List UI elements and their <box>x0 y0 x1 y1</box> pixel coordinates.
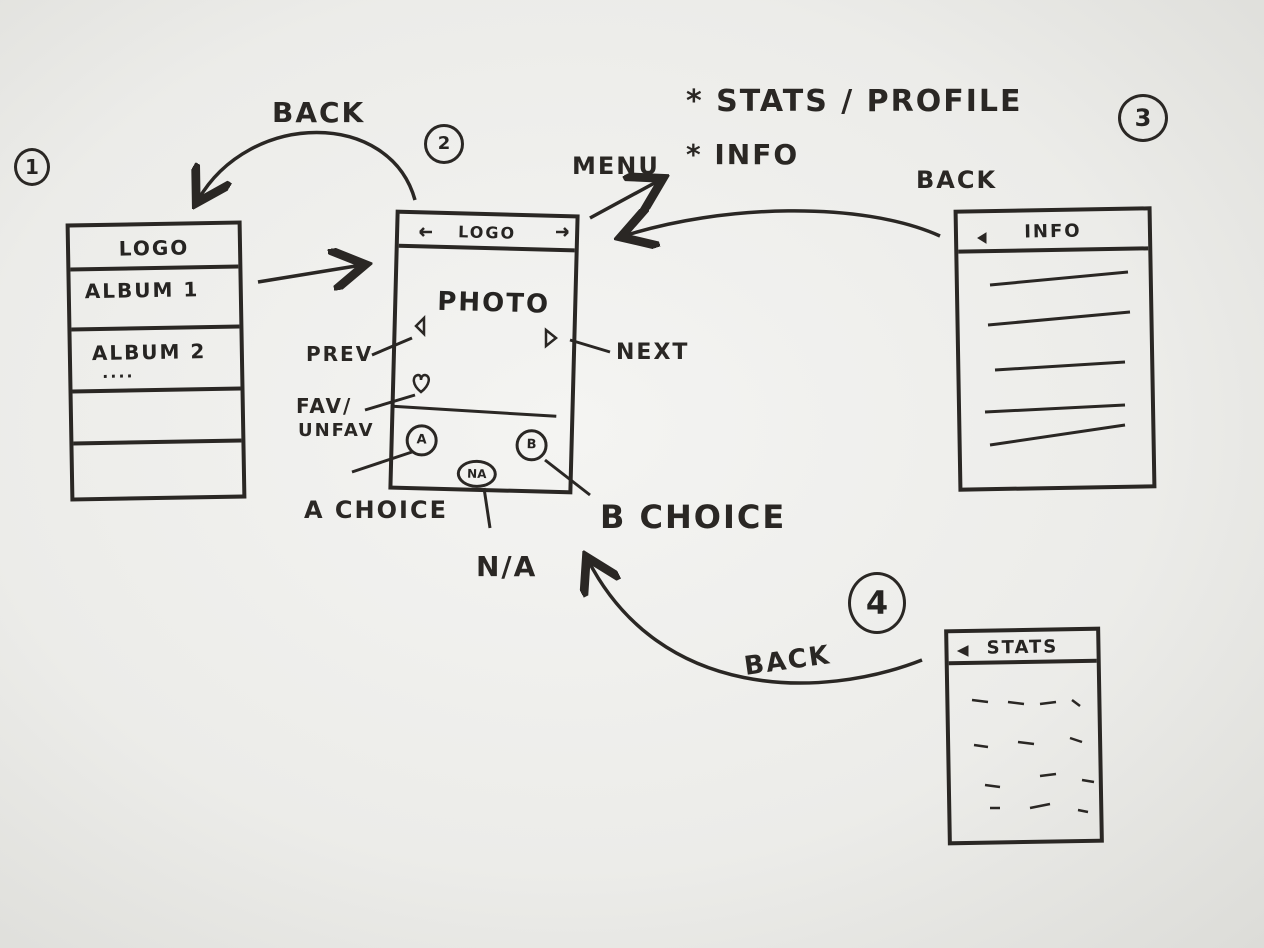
fav-leader <box>364 393 416 412</box>
album-2-row[interactable]: ALBUM 2 .... <box>71 324 241 394</box>
back-label-top: BACK <box>272 96 366 129</box>
screen-album-list: LOGO ALBUM 1 ALBUM 2 .... <box>65 220 247 502</box>
screen-photo: LOGO PHOTO A NA B <box>388 209 580 495</box>
menu-back-icon <box>419 227 432 237</box>
next-triangle-icon <box>544 327 559 349</box>
choice-a-button[interactable]: A <box>405 423 439 457</box>
stats-back-icon <box>956 645 969 657</box>
photo-logo-bar: LOGO <box>398 213 576 253</box>
na-leader <box>482 487 492 529</box>
info-back-icon <box>977 232 987 244</box>
menu-item-stats: * STATS / PROFILE <box>686 84 1023 119</box>
menu-item-info: * INFO <box>686 138 800 171</box>
back-arrow-stats <box>588 560 923 685</box>
album-to-photo-arrow <box>257 265 362 282</box>
prev-leader <box>371 336 413 357</box>
b-choice-label: B CHOICE <box>600 498 787 536</box>
unfav-label: UNFAV <box>298 420 375 441</box>
na-label: N/A <box>476 550 538 583</box>
step-4-badge: 4 <box>848 572 906 634</box>
next-leader <box>569 338 611 354</box>
back-arrow-info <box>624 211 941 236</box>
choice-na-button[interactable]: NA <box>456 459 498 489</box>
fav-label: FAV/ <box>296 394 353 418</box>
album-1-row[interactable]: ALBUM 1 <box>70 268 240 332</box>
album-list-logo: LOGO <box>69 224 239 272</box>
heart-icon <box>412 373 430 394</box>
prev-triangle-icon <box>414 314 426 338</box>
stats-title-bar: STATS <box>948 630 1097 666</box>
back-label-info: BACK <box>916 166 998 194</box>
back-arrow-1 <box>198 130 417 201</box>
album-1-label: ALBUM 1 <box>84 277 200 304</box>
album-more-label: .... <box>102 362 135 382</box>
next-label: NEXT <box>616 340 690 365</box>
prev-label: PREV <box>306 342 374 366</box>
screen-stats: STATS <box>944 626 1104 846</box>
a-choice-leader <box>351 450 413 474</box>
step-1-badge: 1 <box>14 148 50 186</box>
menu-label: MENU <box>572 152 660 180</box>
info-title-bar: INFO <box>957 210 1149 254</box>
step-3-badge: 3 <box>1118 94 1168 142</box>
menu-arrow <box>589 180 660 220</box>
step-2-badge: 2 <box>424 124 464 164</box>
menu-forward-icon <box>556 227 569 237</box>
screen-info: INFO <box>953 206 1157 492</box>
choice-divider <box>392 404 557 418</box>
b-choice-leader <box>544 458 591 497</box>
photo-area[interactable]: PHOTO <box>436 286 551 320</box>
a-choice-label: A CHOICE <box>304 496 448 524</box>
choice-b-button[interactable]: B <box>515 428 548 462</box>
album-empty-row <box>72 386 242 446</box>
album-2-label: ALBUM 2 <box>91 339 207 366</box>
